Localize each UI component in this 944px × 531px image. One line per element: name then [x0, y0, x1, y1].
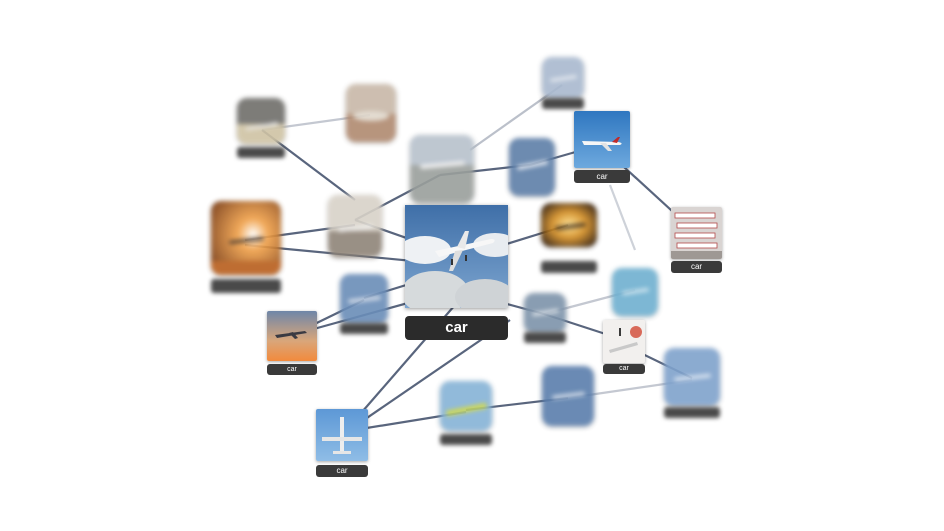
graph-node[interactable]: [346, 84, 396, 144]
airplane-takeoff-clouds-image: [405, 205, 508, 308]
graph-edge: [608, 184, 637, 251]
airplane-drawing-image: [603, 320, 645, 363]
graph-node[interactable]: [541, 203, 597, 273]
graph-node-white-plane-red[interactable]: car: [603, 320, 645, 374]
graph-node-sunset-flight[interactable]: car: [267, 311, 317, 375]
graph-node[interactable]: [542, 57, 584, 109]
graph-node-plane-blue-sky[interactable]: car: [574, 111, 630, 183]
node-label: car: [603, 364, 645, 374]
graph-node[interactable]: [328, 195, 382, 259]
center-node[interactable]: car: [405, 205, 508, 340]
graph-node[interactable]: [340, 274, 388, 334]
graph-node-overhead-plane[interactable]: car: [316, 409, 368, 477]
airplane-blue-sky-image: [574, 111, 630, 168]
center-node-label: car: [405, 316, 508, 340]
parked-airplanes-image: [671, 207, 722, 259]
graph-node[interactable]: [542, 366, 594, 432]
graph-node[interactable]: [211, 201, 281, 293]
airplane-sunset-image: [267, 311, 317, 361]
node-label: car: [316, 465, 368, 477]
graph-node[interactable]: [612, 268, 658, 318]
graph-node-runway-stacked[interactable]: car: [671, 207, 722, 273]
graph-node[interactable]: [440, 381, 492, 445]
graph-node[interactable]: [237, 98, 285, 158]
graph-node[interactable]: [410, 135, 474, 205]
node-label: car: [574, 170, 630, 183]
graph-node[interactable]: [509, 138, 555, 198]
node-label: car: [671, 261, 722, 273]
graph-node[interactable]: [524, 293, 566, 343]
node-label: car: [267, 364, 317, 375]
airplane-overhead-image: [316, 409, 368, 461]
graph-node[interactable]: [664, 348, 720, 418]
